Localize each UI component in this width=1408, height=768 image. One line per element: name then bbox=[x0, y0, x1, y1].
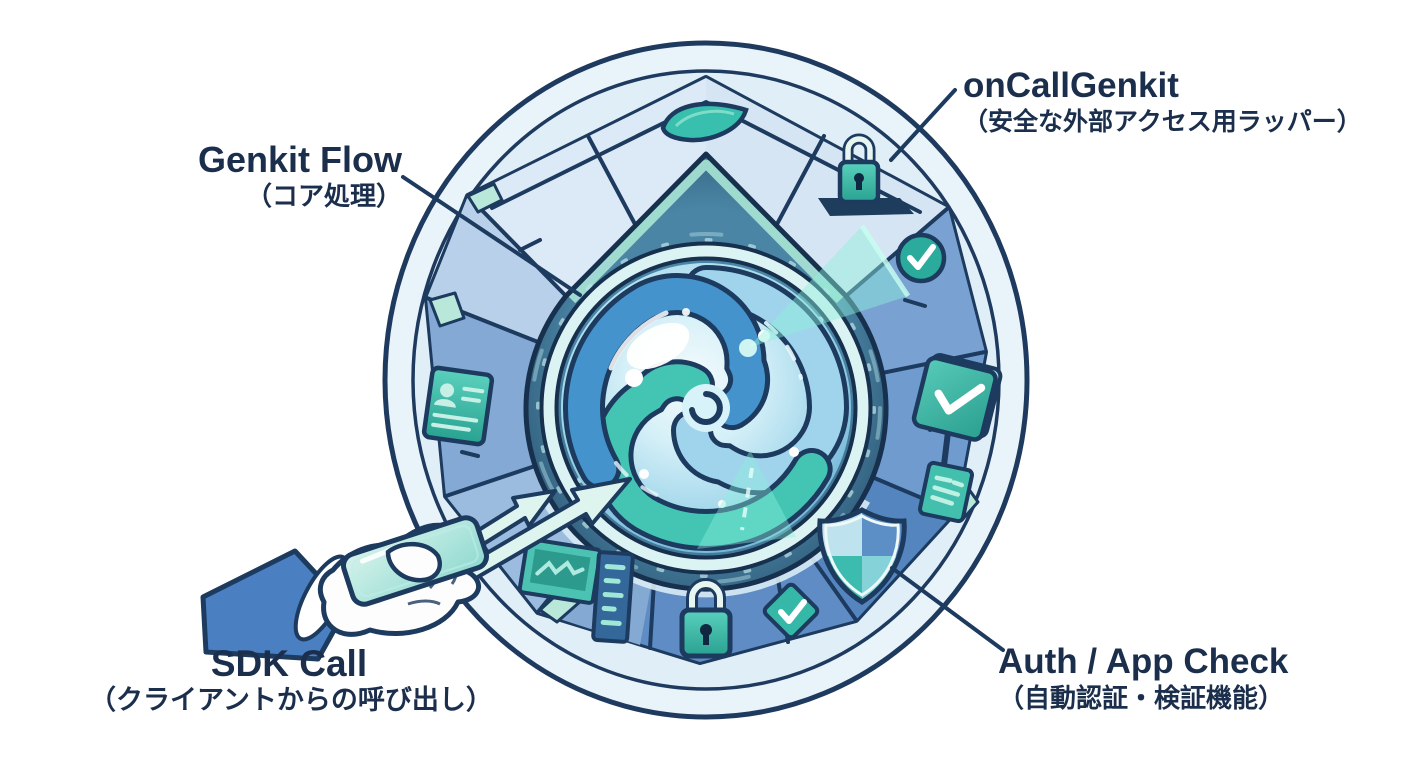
padlock-icon-bottom bbox=[679, 578, 733, 659]
graph-panel-icon bbox=[517, 537, 603, 605]
check-diamond-icon bbox=[762, 582, 820, 640]
label-auth-app-check: Auth / App Check （自動認証・検証機能） bbox=[998, 642, 1398, 714]
striped-panel-icon bbox=[591, 550, 635, 644]
label-oncall-genkit: onCallGenkit （安全な外部アクセス用ラッパー） bbox=[963, 66, 1403, 138]
id-badge-icon bbox=[421, 365, 495, 447]
label-genkit-flow: Genkit Flow （コア処理） bbox=[110, 140, 402, 212]
portal-rim bbox=[539, 241, 873, 575]
hand-with-phone bbox=[200, 515, 489, 662]
genkit-flow-title: Genkit Flow bbox=[197, 139, 402, 180]
callout-line-oncall-genkit bbox=[889, 88, 957, 162]
auth-app-check-subtitle: （自動認証・検証機能） bbox=[998, 683, 1285, 713]
thumb bbox=[385, 542, 442, 583]
callout-line-auth-app-check bbox=[890, 566, 1005, 652]
sdk-call-title: SDK Call bbox=[210, 643, 368, 684]
label-sdk-call: SDK Call （クライアントからの呼び出し） bbox=[89, 643, 493, 716]
check-tile-icon bbox=[911, 353, 1003, 442]
genkit-flow-subtitle: （コア処理） bbox=[245, 181, 402, 211]
check-circle-icon bbox=[895, 232, 947, 284]
oncall-genkit-title: onCallGenkit bbox=[963, 66, 1179, 105]
sdk-call-subtitle: （クライアントからの呼び出し） bbox=[89, 685, 493, 715]
auth-app-check-title: Auth / App Check bbox=[998, 642, 1289, 681]
padlock-icon bbox=[818, 133, 914, 216]
info-tile-icon bbox=[918, 460, 974, 524]
leaf-icon bbox=[660, 101, 749, 143]
callout-line-genkit-flow bbox=[401, 175, 582, 297]
light-beams bbox=[697, 224, 911, 549]
oncall-genkit-subtitle: （安全な外部アクセス用ラッパー） bbox=[963, 108, 1362, 136]
